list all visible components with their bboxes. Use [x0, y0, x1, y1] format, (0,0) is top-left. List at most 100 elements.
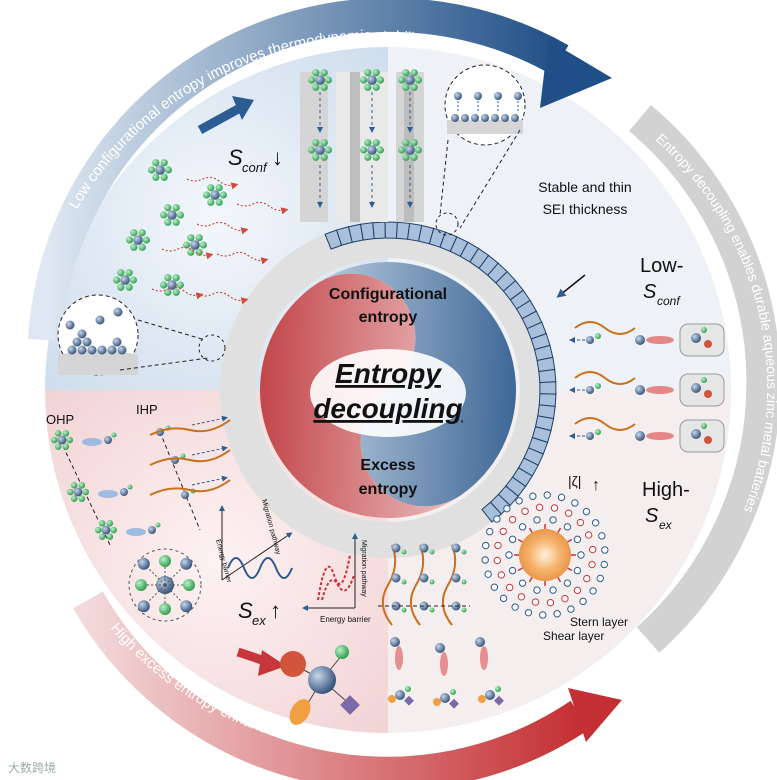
motion-line: [186, 176, 239, 190]
ion-charge: [508, 535, 517, 544]
water-molecule: [195, 248, 203, 256]
wavy-path: [149, 449, 231, 466]
zn-ion: [405, 145, 415, 155]
anion: [704, 340, 712, 348]
water-molecule: [410, 139, 418, 147]
ion-charge: [518, 579, 527, 587]
zn-ion: [315, 75, 325, 85]
ion-charge: [583, 574, 591, 583]
ion-charge: [515, 497, 523, 505]
water-molecule: [78, 495, 86, 502]
water-molecule: [125, 269, 133, 277]
water-molecule: [372, 83, 380, 91]
zn-ion: [101, 525, 111, 535]
zn-atom: [117, 345, 127, 355]
wavy-path: [149, 479, 231, 496]
s-conf-down-arrow: ↓: [272, 145, 283, 170]
water-molecule: [160, 173, 168, 181]
process-arrow-top-head: [232, 96, 254, 120]
water-molecule: [164, 288, 172, 296]
low-s-subscript: conf: [657, 294, 681, 308]
water-molecule: [164, 204, 172, 212]
wavy-path: [149, 419, 231, 436]
ion-charge: [577, 551, 585, 559]
ion-charge: [596, 574, 604, 583]
zn-atom: [72, 337, 82, 347]
outer-arcs: [28, 0, 777, 780]
water-molecule: [106, 533, 114, 540]
zn-ion: [73, 487, 83, 497]
s-ex-symbol: S: [238, 598, 253, 623]
magnifier-top: [435, 64, 526, 236]
zn-ion: [635, 431, 645, 441]
ion-charge: [535, 503, 544, 512]
anion: [704, 436, 712, 444]
ion-charge: [508, 515, 517, 524]
excess-entropy-label-1: Excess: [360, 457, 415, 474]
water-molecule: [110, 526, 117, 534]
desolvation-rows: [569, 321, 725, 453]
s-ex-up-arrow: ↑: [270, 598, 281, 623]
zn-atom: [65, 320, 75, 330]
ion-charge: [584, 531, 593, 539]
water: [595, 383, 601, 389]
water-molecule: [160, 211, 168, 219]
sei-segment: [359, 222, 375, 241]
ion-charge: [573, 535, 582, 544]
zn-ion: [451, 573, 461, 583]
ion-charge: [486, 527, 494, 536]
ion-charge: [493, 556, 502, 565]
water-molecule: [126, 236, 134, 244]
zn-ion: [120, 275, 130, 285]
motion-line: [161, 246, 214, 260]
water-molecule: [164, 166, 172, 174]
chain: [441, 544, 457, 626]
ion-charge: [508, 566, 517, 575]
motion-line: [216, 251, 269, 265]
inner-ring: [220, 222, 556, 558]
zn-ion: [405, 75, 415, 85]
center-title-line2: decoupling: [313, 393, 462, 424]
stern-layer-label: Stern layer: [570, 615, 628, 629]
shear-layer-label: Shear layer: [543, 629, 604, 643]
sei-segment: [538, 368, 557, 384]
water-molecule: [130, 243, 138, 251]
ligand: [180, 557, 193, 570]
sei-segment: [372, 221, 386, 240]
ion-charge: [563, 579, 572, 587]
bottom-arc: [73, 591, 590, 780]
ligand: [180, 600, 193, 613]
s-conf-subscript: conf: [242, 160, 268, 175]
zn-ion: [586, 432, 594, 440]
big-solvation-cluster: [128, 548, 202, 622]
ion-charge: [598, 532, 606, 540]
ion-charge: [524, 608, 533, 617]
anion-chain: [574, 371, 636, 385]
water-molecule: [364, 83, 372, 91]
water: [461, 579, 467, 585]
ligand: [137, 557, 150, 570]
water-molecule: [324, 76, 332, 84]
water-molecule: [117, 283, 125, 291]
water-molecule: [187, 234, 195, 242]
hop-arrow: [191, 445, 228, 456]
water: [461, 549, 467, 555]
ion-charge: [529, 492, 537, 500]
water-molecule: [152, 159, 160, 167]
water-molecule: [187, 248, 195, 256]
water-molecule: [125, 283, 133, 291]
water-molecule: [199, 241, 207, 249]
water-molecule: [364, 69, 372, 77]
zn-ion: [210, 190, 220, 200]
zn-atom: [67, 345, 77, 355]
water-molecule: [195, 234, 203, 242]
config-entropy-label-1: Configurational: [329, 286, 447, 303]
ion-charge: [533, 586, 541, 594]
zn-ion: [104, 436, 112, 444]
blue-glow: [98, 490, 118, 498]
stern-charge: [567, 538, 573, 543]
ion-charge: [588, 560, 596, 569]
ion-charge: [518, 523, 527, 531]
ion-charge: [482, 541, 490, 550]
